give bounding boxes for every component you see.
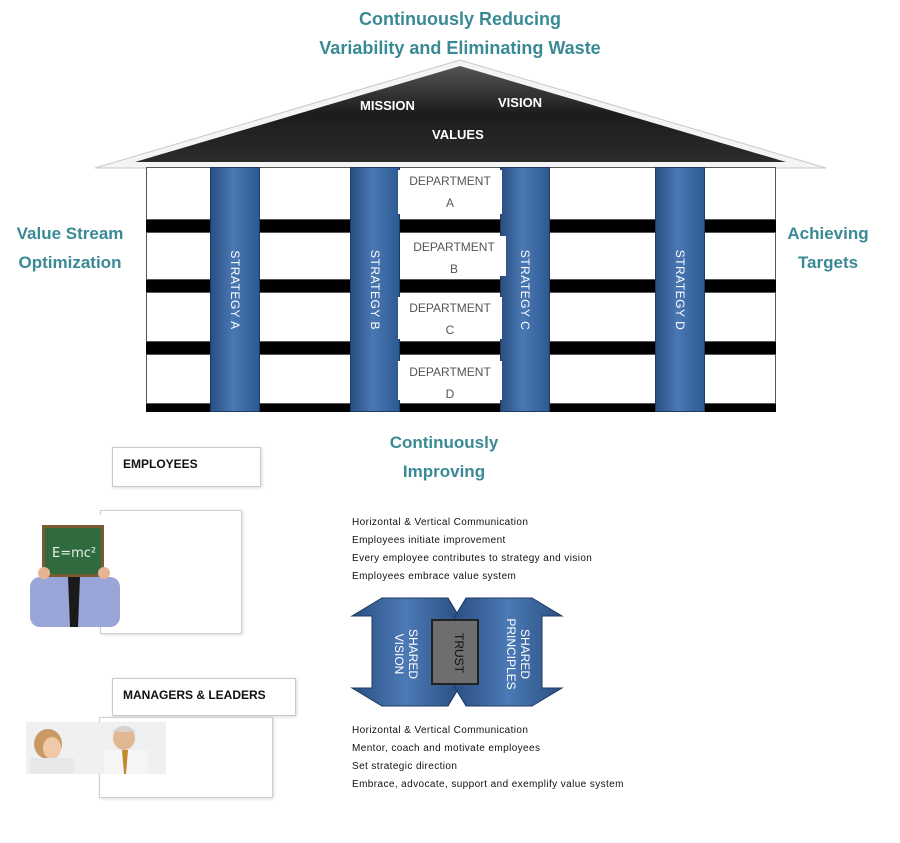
employees-photo: E=mc² [16, 515, 131, 627]
department-d: DEPARTMENT D [398, 361, 502, 400]
pillar-strategy-a: STRATEGY A [210, 167, 260, 412]
floor-divider-3 [146, 342, 776, 354]
shared-arrows-diagram [350, 597, 564, 707]
department-c: DEPARTMENT C [398, 297, 502, 339]
department-d-line1: DEPARTMENT [409, 365, 491, 379]
trust-box [431, 619, 479, 685]
pillar-strategy-c: STRATEGY C [500, 167, 550, 412]
right-label-line1: Achieving [787, 224, 869, 243]
employee-bullet-4: Employees embrace value system [352, 571, 517, 582]
floor-divider-4 [146, 404, 776, 412]
top-title-line2: Variability and Eliminating Waste [319, 38, 601, 58]
manager-bullet-1: Horizontal & Vertical Communication [352, 725, 529, 736]
managers-label: MANAGERS & LEADERS [112, 678, 296, 716]
top-title: Continuously Reducing Variability and El… [260, 5, 660, 63]
managers-photo [26, 722, 166, 774]
shared-principles-line2: PRINCIPLES [504, 618, 518, 690]
department-b-line2: B [449, 262, 458, 276]
shared-vision-line1: SHARED [406, 628, 420, 679]
strategy-d-label: STRATEGY D [673, 249, 687, 330]
right-label: Achieving Targets [780, 219, 876, 277]
managers-people-figure [26, 722, 166, 774]
trust-text: TRUST [452, 633, 466, 673]
department-b-line1: DEPARTMENT [413, 240, 495, 254]
pillar-strategy-b: STRATEGY B [350, 167, 400, 412]
manager-bullet-3: Set strategic direction [352, 761, 458, 772]
floor-divider-1 [146, 220, 776, 232]
department-a-line2: A [445, 196, 454, 210]
employees-label: EMPLOYEES [112, 447, 261, 487]
managers-bullets: Horizontal & Vertical Communication Ment… [352, 722, 624, 794]
strategy-a-label: STRATEGY A [228, 249, 242, 330]
left-label-line2: Optimization [18, 253, 122, 272]
right-label-line2: Targets [797, 253, 859, 272]
floor-divider-2 [146, 280, 776, 292]
employee-bullet-3: Every employee contributes to strategy a… [352, 553, 593, 564]
shared-vision-line2: VISION [392, 633, 406, 675]
bottom-label-line2: Improving [402, 462, 486, 481]
roof-mission: MISSION [360, 98, 415, 113]
employee-bullet-2: Employees initiate improvement [352, 535, 506, 546]
roof-vision: VISION [498, 95, 543, 110]
employees-bullets: Horizontal & Vertical Communication Empl… [352, 514, 592, 586]
bottom-label: Continuously Improving [370, 428, 518, 486]
pillar-strategy-d: STRATEGY D [655, 167, 705, 412]
bottom-label-line1: Continuously [389, 433, 499, 452]
top-title-line1: Continuously Reducing [359, 9, 561, 29]
employee-chalkboard-figure: E=mc² [30, 525, 120, 627]
manager-bullet-4: Embrace, advocate, support and exemplify… [352, 779, 624, 790]
left-label-line1: Value Stream [16, 224, 124, 243]
left-label: Value Stream Optimization [8, 219, 132, 277]
shared-principles-text: SHARED PRINCIPLES [504, 606, 532, 702]
strategy-b-label: STRATEGY B [368, 249, 382, 330]
department-a: DEPARTMENT A [398, 170, 502, 214]
manager-bullet-2: Mentor, coach and motivate employees [352, 743, 541, 754]
department-d-line2: D [445, 387, 455, 400]
department-c-line2: C [445, 323, 455, 337]
department-b: DEPARTMENT B [402, 236, 506, 276]
shared-principles-line1: SHARED [518, 628, 532, 679]
department-c-line1: DEPARTMENT [409, 301, 491, 315]
strategy-c-label: STRATEGY C [518, 249, 532, 330]
shared-vision-text: SHARED VISION [392, 614, 420, 694]
chalkboard-text: E=mc² [52, 546, 96, 561]
roof-triangle [135, 66, 786, 162]
roof [94, 59, 827, 169]
employee-bullet-1: Horizontal & Vertical Communication [352, 517, 529, 528]
department-a-line1: DEPARTMENT [409, 174, 491, 188]
roof-values: VALUES [432, 127, 484, 142]
